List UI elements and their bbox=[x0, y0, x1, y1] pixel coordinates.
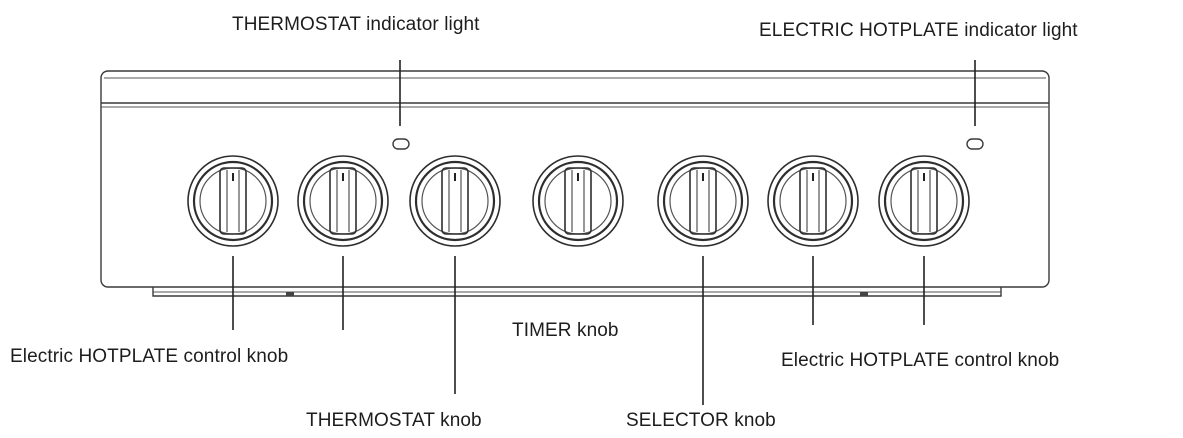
hotplate-indicator-light bbox=[966, 138, 984, 150]
hotplate-knob-left-label: Electric HOTPLATE control knob bbox=[10, 346, 289, 367]
thermostat-knob[interactable] bbox=[409, 155, 501, 247]
timer-knob[interactable] bbox=[532, 155, 624, 247]
hotplate-indicator-light-label: ELECTRIC HOTPLATE indicator light bbox=[759, 20, 1078, 41]
hotplate-knob-left-inner[interactable] bbox=[297, 155, 389, 247]
hotplate-knob-right-inner[interactable] bbox=[767, 155, 859, 247]
thermostat-indicator-light-label: THERMOSTAT indicator light bbox=[232, 14, 480, 35]
thermostat-indicator-light bbox=[392, 138, 410, 150]
selector-knob-label: SELECTOR knob bbox=[626, 410, 776, 431]
control-panel-body bbox=[100, 70, 1050, 297]
knob-row bbox=[187, 155, 970, 247]
thermostat-knob-label: THERMOSTAT knob bbox=[306, 410, 482, 431]
hotplate-knob-right-outer[interactable] bbox=[878, 155, 970, 247]
selector-knob[interactable] bbox=[657, 155, 749, 247]
hotplate-knob-right-label: Electric HOTPLATE control knob bbox=[781, 350, 1060, 371]
hotplate-knob-left-outer[interactable] bbox=[187, 155, 279, 247]
timer-knob-label: TIMER knob bbox=[512, 320, 619, 341]
